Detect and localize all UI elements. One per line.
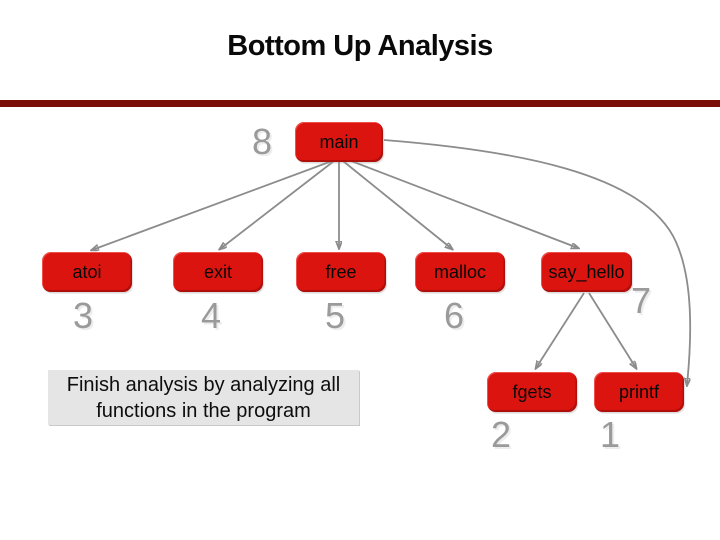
node-main: main [295, 122, 383, 162]
node-label: fgets [512, 381, 552, 402]
node-fgets: fgets [487, 372, 577, 412]
edge-say-hello-printf [588, 292, 636, 368]
edge-say-hello-fgets [536, 292, 585, 368]
node-atoi: atoi [42, 252, 132, 292]
node-label: exit [203, 261, 232, 282]
node-label: say_hello [548, 261, 625, 282]
node-malloc: malloc [415, 252, 505, 292]
note-box: Finish analysis by analyzing all functio… [48, 370, 359, 425]
order-number-say-hello: 7 [630, 280, 652, 321]
node-label: main [319, 131, 359, 152]
node-printf: printf [594, 372, 684, 412]
title-divider [0, 100, 720, 107]
order-number-free: 5 [324, 295, 346, 336]
edge-main-printf [383, 139, 692, 385]
order-number-malloc: 6 [443, 295, 465, 336]
node-label: printf [618, 381, 660, 402]
order-number-exit: 4 [200, 295, 222, 336]
note-line1: Finish analysis by analyzing all [66, 373, 341, 396]
edge-main-exit [220, 160, 335, 249]
node-say-hello: say_hello [541, 252, 632, 292]
node-exit: exit [173, 252, 263, 292]
node-label: atoi [72, 261, 102, 282]
note-line2: functions in the program [96, 399, 311, 422]
order-number-fgets: 2 [490, 414, 512, 455]
order-number-main: 8 [251, 121, 273, 162]
order-number-atoi: 3 [72, 295, 94, 336]
edge-main-malloc [342, 160, 452, 249]
node-free: free [296, 252, 386, 292]
page-title: Bottom Up Analysis [227, 30, 493, 62]
node-label: free [325, 261, 357, 282]
edge-main-atoi [92, 160, 333, 250]
node-label: malloc [433, 261, 486, 282]
order-number-printf: 1 [599, 414, 621, 455]
edge-main-say-hello [345, 158, 578, 248]
